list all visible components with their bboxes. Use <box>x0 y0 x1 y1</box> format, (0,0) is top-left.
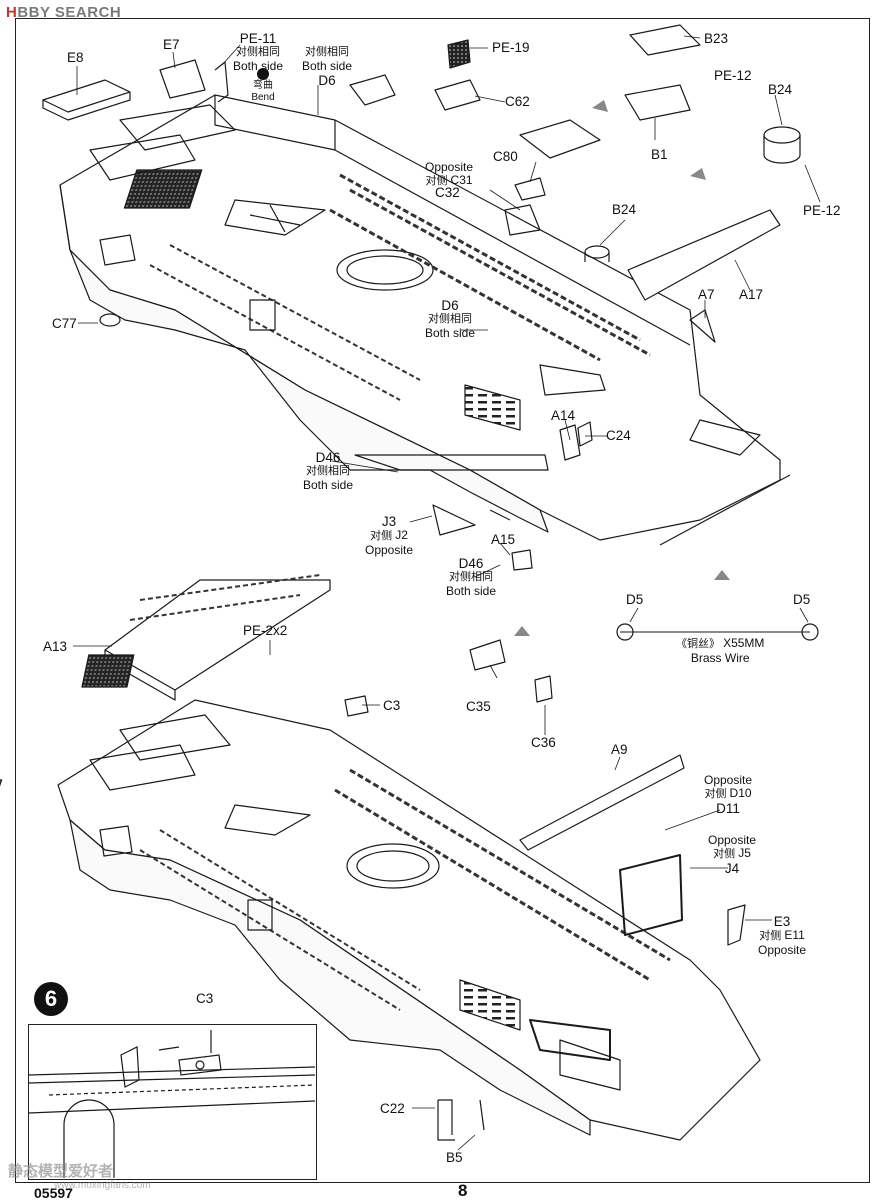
label-C36: C36 <box>531 735 556 750</box>
caption-D46-left: D46 对侧相同 Both side <box>303 450 353 492</box>
label-E7: E7 <box>163 37 180 52</box>
opposite-cn: 对侧 <box>759 930 782 942</box>
page-number: 8 <box>458 1181 468 1200</box>
page-frame <box>15 18 870 1183</box>
step-number-badge: 6 <box>34 982 68 1016</box>
label-C35: C35 <box>466 699 491 714</box>
bend-cn: 弯曲 <box>253 80 273 91</box>
caption-D6-top: 对侧相同 Both side D6 <box>302 46 352 88</box>
caption-C31: Opposite 对侧 C31 <box>425 160 473 188</box>
both-side-cn: 对侧相同 <box>236 46 281 58</box>
label-D11: D11 <box>716 801 740 816</box>
detail-inset <box>28 1024 317 1180</box>
kit-number: 05597 <box>34 1185 73 1201</box>
bend-icon <box>257 68 269 80</box>
caption-PE11: PE-11 对侧相同 Both side <box>233 31 283 73</box>
label-J5: J5 <box>738 846 751 860</box>
label-C22: C22 <box>380 1101 405 1116</box>
both-side-cn: 对侧相同 <box>449 571 494 583</box>
watermark-url: www.moxingfans.com <box>54 1180 151 1191</box>
caption-D6-mid: D6 对侧相同 Both side <box>425 298 475 340</box>
label-A9: A9 <box>611 742 628 757</box>
caption-J5: Opposite 对侧 J5 J4 <box>708 833 756 876</box>
both-side-en: Both side <box>233 59 284 73</box>
both-side-en: Both side <box>302 59 353 73</box>
bend-note: 弯曲 Bend <box>248 68 278 104</box>
label-A14: A14 <box>551 408 576 423</box>
label-B23: B23 <box>704 31 729 46</box>
label-J4: J4 <box>724 861 740 876</box>
label-A17: A17 <box>739 287 764 302</box>
label-C3: C3 <box>383 698 401 713</box>
opposite-en: Opposite <box>758 943 807 957</box>
opposite-cn: 对侧 <box>704 788 727 800</box>
opposite-en: Opposite <box>704 773 753 787</box>
caption-E3: E3 对侧 E11 Opposite <box>758 914 806 957</box>
label-C77: C77 <box>52 316 77 331</box>
label-PE12-top: PE-12 <box>714 68 752 83</box>
label-PE19: PE-19 <box>492 40 530 55</box>
label-PE12-bottom: PE-12 <box>803 203 841 218</box>
opposite-cn: 对侧 <box>425 175 448 187</box>
label-A13: A13 <box>43 639 68 654</box>
label-PE2x2: PE-2x2 <box>243 623 288 638</box>
label-D5-right: D5 <box>793 592 811 607</box>
brass-cn: 《铜丝》 <box>676 638 720 650</box>
caption-D10: Opposite 对侧 D10 D11 <box>704 773 752 816</box>
label-C32: C32 <box>435 185 460 200</box>
opposite-cn: 对侧 <box>713 848 736 860</box>
opposite-en: Opposite <box>708 833 757 847</box>
both-side-cn: 对侧相同 <box>305 46 350 58</box>
label-B24-mid: B24 <box>612 202 637 217</box>
opposite-cn: 对侧 <box>370 530 393 542</box>
label-E11: E11 <box>784 928 805 942</box>
both-side-cn: 对侧相同 <box>428 313 473 325</box>
opposite-en: Opposite <box>365 543 414 557</box>
watermark-cn: 静态模型爱好者 <box>8 1163 114 1180</box>
label-C24: C24 <box>606 428 631 443</box>
label-A15: A15 <box>491 532 516 547</box>
inset-drawing <box>28 1030 316 1178</box>
caption-brass-wire: 《铜丝》 X55MM Brass Wire <box>676 636 765 666</box>
label-D6: D6 <box>441 298 459 313</box>
caption-J3: J3 对侧 J2 Opposite <box>365 514 413 557</box>
caption-D46-bottom: D46 对侧相同 Both side <box>446 556 496 598</box>
label-E8: E8 <box>67 50 84 65</box>
both-side-en: Both side <box>446 584 497 598</box>
label-B1: B1 <box>651 147 668 162</box>
label-J2: J2 <box>395 528 408 542</box>
label-D6: D6 <box>318 73 336 88</box>
both-side-cn: 对侧相同 <box>306 465 351 477</box>
label-D46: D46 <box>458 556 484 571</box>
label-D10: D10 <box>729 786 752 800</box>
hobby-search-logo: HBBY SEARCH <box>6 4 122 21</box>
label-B5: B5 <box>446 1150 463 1165</box>
label-D5-left: D5 <box>626 592 644 607</box>
label-J3: J3 <box>381 514 397 529</box>
label-E3: E3 <box>773 914 791 929</box>
inset-label-C3: C3 <box>196 991 214 1006</box>
both-side-en: Both side <box>425 326 476 340</box>
label-C80: C80 <box>493 149 518 164</box>
brass-size: X55MM <box>723 636 765 650</box>
both-side-en: Both side <box>303 478 354 492</box>
label-C31: C31 <box>450 173 473 187</box>
label-PE11: PE-11 <box>239 31 277 46</box>
label-A7: A7 <box>698 287 715 302</box>
label-D46: D46 <box>315 450 341 465</box>
brass-en: Brass Wire <box>690 651 750 665</box>
label-B24-right: B24 <box>768 82 793 97</box>
opposite-en: Opposite <box>425 160 474 174</box>
bend-en: Bend <box>251 92 275 103</box>
label-C62: C62 <box>505 94 530 109</box>
